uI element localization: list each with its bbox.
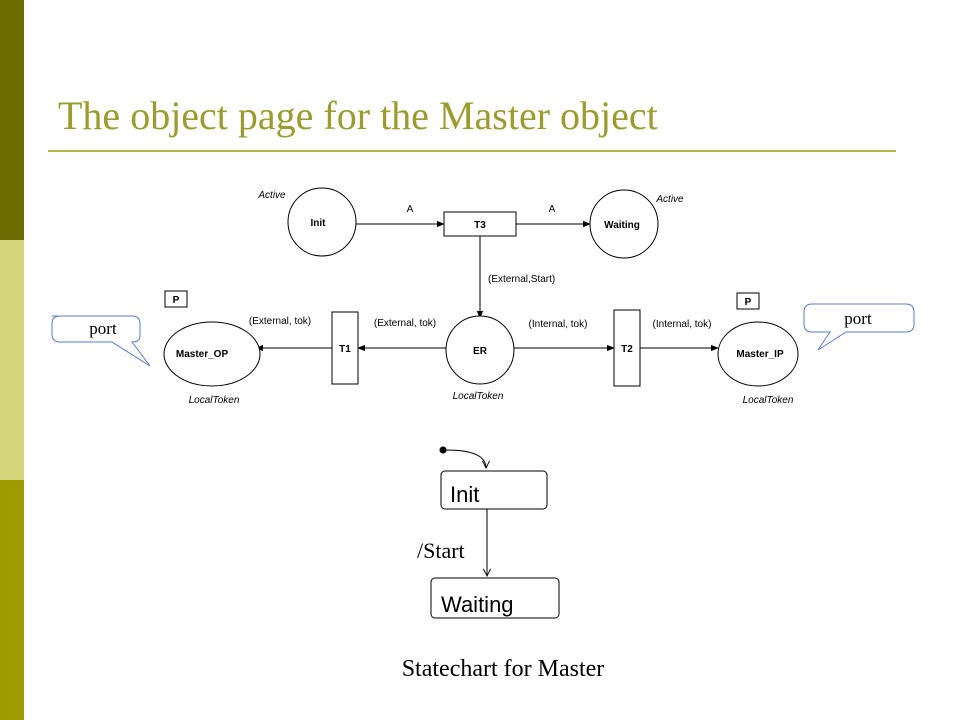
place-init-label: Init (311, 218, 327, 229)
place-master-ip-label: Master_IP (736, 349, 784, 360)
place-waiting-type: Active (655, 194, 684, 205)
place-waiting: Waiting Active (589, 189, 684, 259)
page-title: The object page for the Master object (58, 93, 658, 138)
transition-t2-label: T2 (621, 344, 633, 355)
place-master-ip: Master_IP LocalToken P (717, 292, 799, 406)
port-marker-ip-label: P (745, 297, 752, 308)
place-master-op-type: LocalToken (189, 395, 240, 406)
place-master-ip-type: LocalToken (743, 395, 794, 406)
sidebar-block-dark (0, 0, 24, 240)
place-master-op-label: Master_OP (176, 349, 229, 360)
port-callout-right: port (803, 303, 915, 351)
port-callout-left-label: port (89, 319, 117, 338)
sidebar-block-mid (0, 480, 24, 720)
transition-t3-label: T3 (474, 220, 486, 231)
state-init (440, 470, 548, 510)
port-callout-right-label: port (844, 309, 872, 328)
arc-label-er-t1: (External, tok) (374, 318, 436, 329)
state-waiting-label: Waiting (441, 592, 514, 617)
arc-label-t3-waiting: A (549, 204, 556, 215)
initial-pseudostate (439, 446, 447, 454)
arc-label-t3-er: (External,Start) (488, 274, 555, 285)
port-marker-op (164, 290, 188, 308)
transition-t3: T3 (443, 211, 517, 237)
statechart: Init /Start Waiting Statechart for Maste… (402, 446, 605, 682)
place-init: Init Active (257, 187, 357, 257)
arc-label-er-t2: (Internal, tok) (529, 319, 588, 330)
port-marker-ip (736, 292, 760, 310)
arc-label-t2-master-ip: (Internal, tok) (653, 319, 712, 330)
start-transition-label: /Start (417, 538, 465, 563)
place-er-type: LocalToken (453, 391, 504, 402)
arc-label-init-t3: A (407, 204, 414, 215)
place-master-op: Master_OP LocalToken P (163, 290, 261, 406)
place-er: ER LocalToken (445, 315, 515, 402)
port-callout-left: port (51, 315, 151, 367)
initial-transition (445, 449, 486, 468)
transition-t2: T2 (613, 309, 641, 387)
sidebar-accent (0, 0, 24, 720)
transition-t1-label: T1 (339, 344, 351, 355)
port-marker-op-label: P (173, 295, 180, 306)
sidebar-block-light (0, 240, 24, 480)
place-waiting-label: Waiting (604, 220, 640, 231)
state-waiting (430, 577, 560, 619)
title-underline (48, 150, 896, 152)
place-init-type: Active (257, 190, 286, 201)
arc-labels: A A (External,Start) (External, tok) (Ex… (249, 204, 712, 330)
arc-label-t1-master-op: (External, tok) (249, 316, 311, 327)
state-init-label: Init (450, 482, 479, 507)
statechart-caption: Statechart for Master (402, 656, 605, 682)
transition-t1: T1 (331, 311, 359, 385)
petri-arcs (255, 220, 719, 352)
place-er-label: ER (473, 346, 488, 357)
